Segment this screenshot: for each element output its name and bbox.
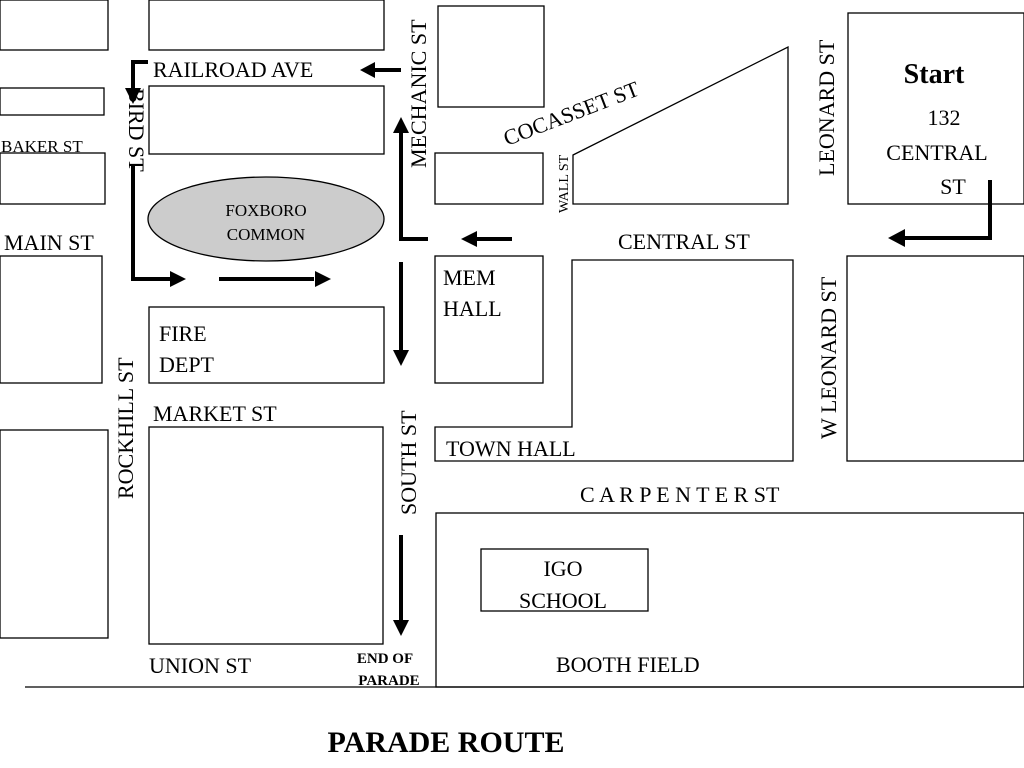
market-st-label: MARKET ST <box>153 401 277 426</box>
start-annotation: Start 132 CENTRAL ST <box>886 59 987 199</box>
route-arrowhead-bird <box>125 88 141 104</box>
block-market-union <box>148 426 384 645</box>
carpenter-st-label: C A R P E N T E R ST <box>580 482 780 507</box>
end-of-parade-label-2: PARADE <box>358 673 419 689</box>
end-annotation: END OF PARADE <box>357 651 420 689</box>
igo-school-label-2: SCHOOL <box>519 588 607 613</box>
route-arrowhead-south-1 <box>393 350 409 366</box>
south-st-label: SOUTH ST <box>396 410 421 515</box>
block-bird-strip <box>0 87 105 116</box>
city-blocks <box>0 0 1024 688</box>
block-w-leonard-east <box>846 255 1024 462</box>
block-main-west <box>0 255 103 384</box>
leonard-st-label: LEONARD ST <box>814 39 839 176</box>
block-igo-school <box>480 548 649 612</box>
w-leonard-st-label: W LEONARD ST <box>816 276 841 439</box>
parade-route <box>125 60 992 636</box>
main-st-label: MAIN ST <box>4 230 94 255</box>
start-address-3: ST <box>940 174 966 199</box>
fire-dept-label-2: DEPT <box>159 352 215 377</box>
booth-field-label: BOOTH FIELD <box>556 652 700 677</box>
rockhill-st-label: ROCKHILL ST <box>113 357 138 499</box>
foxboro-common-label-2: COMMON <box>227 225 305 244</box>
block-fire-dept <box>148 306 385 384</box>
route-arrowhead-mechanic <box>393 117 409 133</box>
fire-dept-label-1: FIRE <box>159 321 207 346</box>
block-town-hall <box>434 259 794 462</box>
map-title: PARADE ROUTE <box>328 726 565 759</box>
start-address-2: CENTRAL <box>886 140 987 165</box>
route-arrowhead-railroad <box>360 62 375 78</box>
igo-school-label-1: IGO <box>543 556 582 581</box>
block-start <box>847 12 1024 205</box>
central-st-label: CENTRAL ST <box>618 229 750 254</box>
bird-st-label: BIRD ST <box>124 88 149 172</box>
union-st-label: UNION ST <box>149 653 252 678</box>
mem-hall-label-1: MEM <box>443 265 496 290</box>
block-top-center-left <box>148 0 385 51</box>
foxboro-common <box>147 176 385 262</box>
block-cocasset-triangle <box>572 45 789 205</box>
route-arrowhead-common-2 <box>315 271 331 287</box>
start-label: Start <box>904 59 965 90</box>
mechanic-st-label: MECHANIC ST <box>406 19 431 168</box>
wall-st-label: WALL ST <box>557 154 572 213</box>
baker-st-label: BAKER ST <box>1 137 83 156</box>
route-start-segment <box>902 180 992 240</box>
end-of-parade-label-1: END OF <box>357 651 413 667</box>
town-hall-label: TOWN HALL <box>446 436 576 461</box>
foxboro-common-label-1: FOXBORO <box>225 201 306 220</box>
route-arrowhead-central <box>461 231 477 247</box>
mem-hall-label-2: HALL <box>443 296 502 321</box>
route-common-segment <box>131 165 170 281</box>
route-arrowhead-west-central <box>888 229 905 247</box>
block-mechanic-north <box>437 5 545 108</box>
route-arrowhead-common-1 <box>170 271 186 287</box>
route-mechanic-segment <box>399 130 428 241</box>
block-baker <box>0 152 106 205</box>
block-rockhill-west <box>0 429 109 639</box>
landmark-labels: FIRE DEPT MEM HALL TOWN HALL IGO SCHOOL … <box>159 265 700 677</box>
block-mem-hall <box>434 255 544 384</box>
block-railroad-south <box>148 85 385 155</box>
route-arrowhead-south-2 <box>393 620 409 636</box>
route-bird-segment <box>131 60 148 90</box>
block-wall-west <box>434 152 544 205</box>
start-address-1: 132 <box>928 105 961 130</box>
block-top-left <box>0 0 109 51</box>
railroad-ave-label: RAILROAD AVE <box>153 57 313 82</box>
